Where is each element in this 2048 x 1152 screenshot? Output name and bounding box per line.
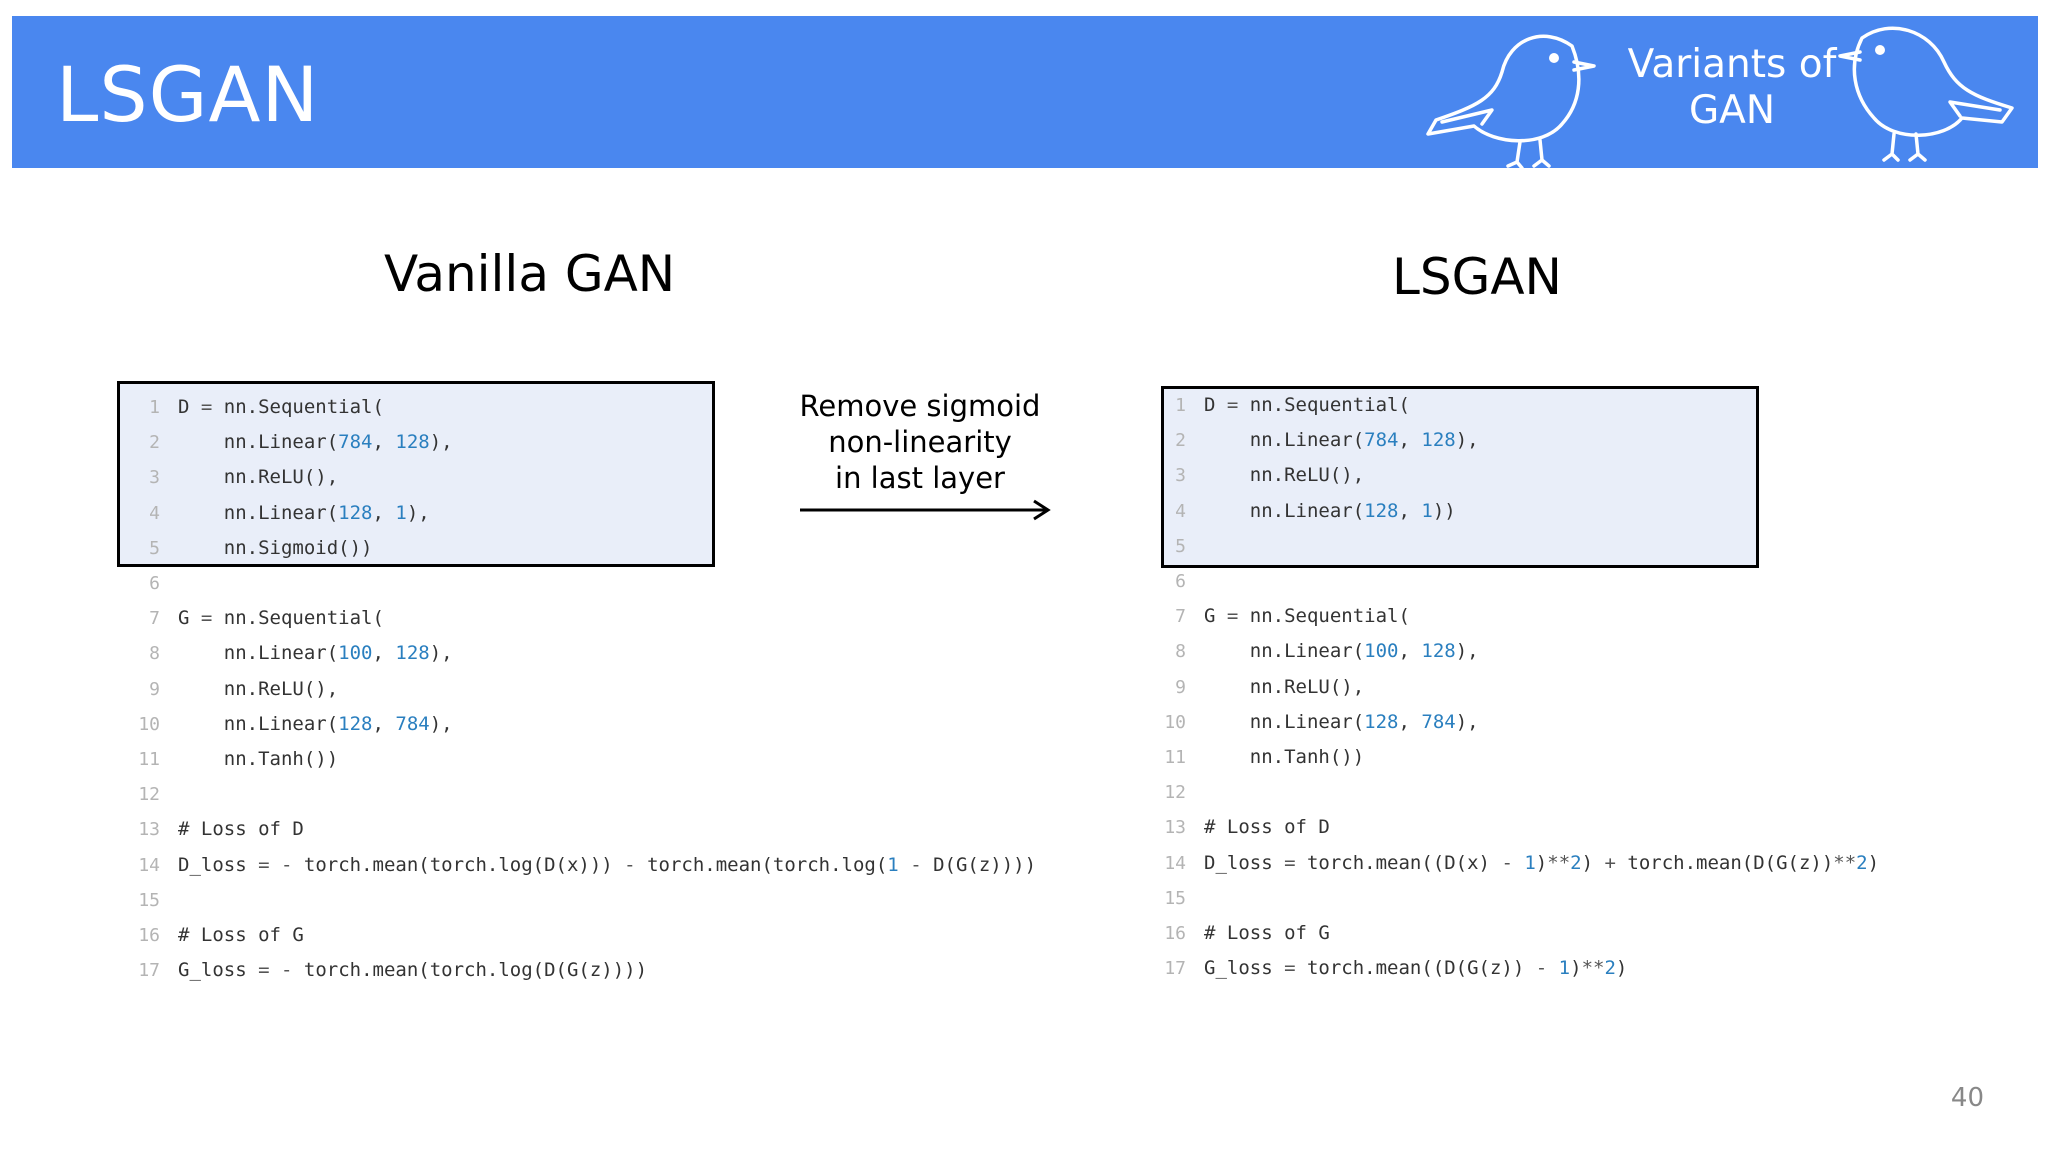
code-text: D_loss = torch.mean((D(x) - 1)**2) + tor… bbox=[1204, 851, 1880, 874]
line-number: 10 bbox=[1164, 711, 1186, 733]
annotation-line-2: non-linearity bbox=[828, 425, 1012, 459]
line-number: 17 bbox=[138, 960, 160, 982]
line-number: 15 bbox=[1164, 887, 1186, 909]
code-text: nn.ReLU(), bbox=[1204, 464, 1365, 487]
slide-title: LSGAN bbox=[56, 50, 320, 139]
line-number: 2 bbox=[1175, 430, 1186, 452]
line-number: 3 bbox=[149, 467, 160, 489]
code-text: G_loss = - torch.mean(torch.log(D(G(z)))… bbox=[178, 959, 648, 982]
lsgan-title: LSGAN bbox=[1392, 248, 1562, 306]
vanilla-gan-title: Vanilla GAN bbox=[384, 245, 676, 303]
page-number: 40 bbox=[1950, 1083, 1984, 1113]
code-text: nn.Linear(128, 784), bbox=[178, 712, 453, 735]
line-number: 11 bbox=[1164, 747, 1186, 768]
line-number: 15 bbox=[138, 889, 160, 911]
line-number: 1 bbox=[149, 397, 160, 418]
code-text: nn.Linear(100, 128), bbox=[1204, 640, 1479, 663]
code-text: nn.Linear(100, 128), bbox=[178, 642, 453, 665]
bird-left-icon bbox=[1426, 34, 1596, 169]
badge-line-2: GAN bbox=[1688, 88, 1776, 133]
code-text: nn.Sigmoid()) bbox=[178, 536, 373, 559]
line-number: 6 bbox=[1175, 571, 1186, 592]
left-highlight-box bbox=[117, 381, 715, 567]
code-text: nn.ReLU(), bbox=[178, 466, 339, 489]
line-number: 4 bbox=[1175, 500, 1186, 522]
code-text: # Loss of G bbox=[1204, 922, 1330, 944]
code-text: G = nn.Sequential( bbox=[1204, 605, 1410, 628]
code-text: nn.ReLU(), bbox=[178, 677, 339, 700]
line-number: 12 bbox=[138, 784, 160, 806]
line-number: 7 bbox=[1175, 606, 1186, 628]
line-number: 14 bbox=[138, 854, 160, 876]
code-text: # Loss of D bbox=[1204, 816, 1330, 839]
code-text: nn.Linear(784, 128), bbox=[178, 431, 453, 454]
header-bar: LSGAN Variants of GAN bbox=[12, 16, 2038, 169]
right-highlight-box bbox=[1161, 386, 1759, 568]
code-text: D_loss = - torch.mean(torch.log(D(x))) -… bbox=[178, 853, 1037, 876]
line-number: 5 bbox=[1175, 535, 1186, 557]
line-number: 9 bbox=[149, 678, 160, 700]
code-text: nn.Linear(128, 784), bbox=[1204, 710, 1479, 733]
line-number: 16 bbox=[138, 925, 160, 946]
line-number: 13 bbox=[1164, 817, 1186, 839]
code-text: # Loss of D bbox=[178, 818, 304, 841]
line-number: 6 bbox=[149, 573, 160, 594]
annotation-text: Remove sigmoid non-linearity in last lay… bbox=[770, 388, 1070, 496]
code-text: nn.Linear(128, 1), bbox=[178, 501, 430, 524]
annotation-line-3: in last layer bbox=[835, 461, 1005, 495]
code-text: nn.Linear(128, 1)) bbox=[1204, 499, 1456, 522]
code-text: nn.Tanh()) bbox=[178, 748, 339, 770]
line-number: 11 bbox=[138, 749, 160, 770]
bird-right-icon bbox=[1838, 26, 2014, 162]
line-number: 13 bbox=[138, 819, 160, 841]
code-text: # Loss of G bbox=[178, 924, 304, 946]
code-text: G_loss = torch.mean((D(G(z)) - 1)**2) bbox=[1204, 957, 1628, 980]
arrow-right-icon bbox=[800, 499, 1051, 521]
line-number: 8 bbox=[1175, 641, 1186, 663]
line-number: 8 bbox=[149, 643, 160, 665]
line-number: 4 bbox=[149, 502, 160, 524]
line-number: 14 bbox=[1164, 852, 1186, 874]
line-number: 9 bbox=[1175, 676, 1186, 698]
code-text: D = nn.Sequential( bbox=[1204, 394, 1410, 416]
line-number: 17 bbox=[1164, 958, 1186, 980]
code-text: D = nn.Sequential( bbox=[178, 396, 384, 418]
line-number: 5 bbox=[149, 537, 160, 559]
lsgan-code: 1 D = nn.Sequential( 2 nn.Linear(784, 128)… bbox=[1146, 388, 2026, 988]
line-number: 1 bbox=[1175, 395, 1186, 416]
code-text: nn.Linear(784, 128), bbox=[1204, 429, 1479, 452]
badge-line-1: Variants of bbox=[1627, 42, 1837, 87]
line-number: 12 bbox=[1164, 782, 1186, 804]
code-text: nn.ReLU(), bbox=[1204, 675, 1365, 698]
line-number: 10 bbox=[138, 713, 160, 735]
variants-badge: Variants of GAN bbox=[1622, 42, 1842, 134]
code-text: G = nn.Sequential( bbox=[178, 607, 384, 630]
line-number: 7 bbox=[149, 608, 160, 630]
line-number: 2 bbox=[149, 432, 160, 454]
line-number: 16 bbox=[1164, 923, 1186, 944]
vanilla-gan-code: 1 D = nn.Sequential( 2 nn.Linear(784, 128)… bbox=[120, 390, 1080, 990]
code-text: nn.Tanh()) bbox=[1204, 746, 1365, 768]
line-number: 3 bbox=[1175, 465, 1186, 487]
annotation-line-1: Remove sigmoid bbox=[799, 389, 1041, 423]
